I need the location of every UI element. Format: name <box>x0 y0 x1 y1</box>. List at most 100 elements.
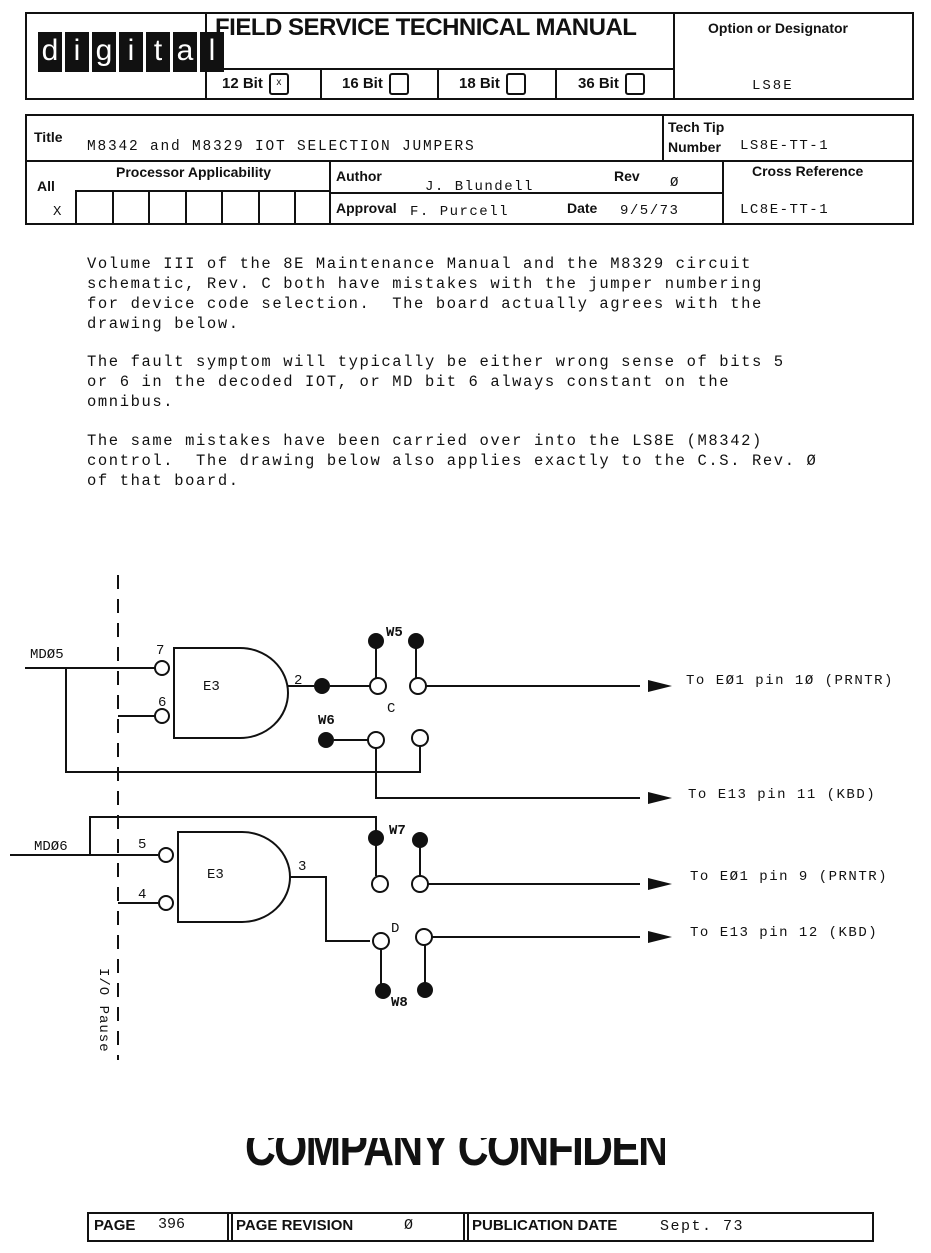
cross-ref-label: Cross Reference <box>752 163 864 179</box>
processor-column-divider <box>111 190 114 225</box>
output-label-1: To EØ1 pin 1Ø (PRNTR) <box>686 673 894 689</box>
bit-option-36: 36 Bit <box>578 70 645 98</box>
processor-column-divider <box>221 190 223 225</box>
w8-label: W8 <box>391 995 408 1011</box>
rev-label: Rev <box>614 168 640 184</box>
info-row-rule <box>25 160 914 162</box>
logo-letter: d <box>38 32 62 72</box>
manual-title: FIELD SERVICE TECHNICAL MANUAL <box>215 14 637 41</box>
bit-option-label: 18 Bit <box>459 75 500 92</box>
checkbox-36bit[interactable] <box>624 73 645 96</box>
output-label-4: To E13 pin 12 (KBD) <box>690 925 878 941</box>
tech-tip-label-2: Number <box>668 139 721 155</box>
checkbox-18bit[interactable] <box>505 73 526 96</box>
processor-label: Processor Applicability <box>116 164 272 180</box>
checkbox-12bit[interactable]: x <box>268 73 289 96</box>
bit-divider <box>320 68 322 100</box>
arrow-prntr-10 <box>648 680 672 692</box>
footer-divider <box>227 1212 229 1242</box>
approval-label: Approval <box>336 200 397 216</box>
block-c-label: C <box>387 701 395 717</box>
bit-divider <box>437 68 439 100</box>
gate-label-upper: E3 <box>203 679 220 695</box>
confidential-banner-clip: COMPANY CONFIDENTIAL <box>245 1138 665 1186</box>
page-value: 396 <box>158 1216 186 1233</box>
gate-e3-upper <box>173 647 289 739</box>
info-frame <box>25 114 914 225</box>
footer-frame <box>87 1212 874 1242</box>
footer-divider <box>467 1212 469 1242</box>
bit-option-label: 16 Bit <box>342 75 383 92</box>
md06-label: MDØ6 <box>34 839 68 855</box>
all-mark: X <box>53 204 62 220</box>
bit-option-label: 36 Bit <box>578 75 619 92</box>
info-divider-crossref <box>722 160 724 225</box>
logo-letter: a <box>173 32 197 72</box>
processor-column-divider <box>184 190 187 225</box>
body-paragraph-2: The fault symptom will typically be eith… <box>87 353 785 411</box>
arrow-kbd-12 <box>648 931 672 943</box>
tech-tip-label-1: Tech Tip <box>668 119 725 135</box>
pin-3-label: 3 <box>298 859 306 875</box>
arrow-kbd-11 <box>648 792 672 804</box>
option-value: LS8E <box>752 78 794 94</box>
bit-option-12: 12 Bit x <box>222 70 289 98</box>
pin-2-label: 2 <box>294 673 302 689</box>
header-divider-option <box>673 12 675 100</box>
page-label: PAGE <box>94 1217 136 1234</box>
processor-column-divider <box>148 190 150 225</box>
md05-feedback-wire <box>65 668 421 773</box>
author-rule <box>329 192 723 194</box>
all-label: All <box>37 178 55 194</box>
w7-label: W7 <box>389 823 406 839</box>
page-revision-label: PAGE REVISION <box>236 1217 354 1234</box>
w5-label: W5 <box>386 625 403 641</box>
rev-value: Ø <box>670 175 679 191</box>
tech-tip-value: LS8E-TT-1 <box>740 138 830 154</box>
gate-label-lower: E3 <box>207 867 224 883</box>
logo-letter: i <box>119 32 143 72</box>
logo-letter: t <box>146 32 170 72</box>
footer-divider <box>463 1212 465 1242</box>
bit-option-label: 12 Bit <box>222 75 263 92</box>
md05-label: MDØ5 <box>30 647 64 663</box>
title-label: Title <box>34 129 63 145</box>
logo-letter: l <box>200 32 224 72</box>
bit-option-16: 16 Bit <box>342 70 409 98</box>
gate-e3-lower <box>177 831 291 923</box>
date-label: Date <box>567 200 598 216</box>
title-value: M8342 and M8329 IOT SELECTION JUMPERS <box>87 139 476 155</box>
md06-feedback-wire <box>89 816 377 855</box>
bit-option-18: 18 Bit <box>459 70 526 98</box>
processor-rule <box>75 190 330 192</box>
output-label-2: To E13 pin 11 (KBD) <box>688 787 876 803</box>
block-d-label: D <box>391 921 399 937</box>
processor-column-divider <box>294 190 296 225</box>
body-paragraph-3: The same mistakes have been carried over… <box>87 432 818 490</box>
w6-label: W6 <box>318 713 335 729</box>
output-label-3: To EØ1 pin 9 (PRNTR) <box>690 869 888 885</box>
header-frame <box>25 12 914 100</box>
kbd-11-wire <box>375 748 640 799</box>
approval-value: F. Purcell <box>410 204 510 220</box>
date-value: 9/5/73 <box>620 203 680 219</box>
bit-divider <box>555 68 557 100</box>
publication-date-label: PUBLICATION DATE <box>472 1217 618 1234</box>
processor-column-divider <box>75 190 77 225</box>
pin-7-label: 7 <box>156 643 164 659</box>
io-pause-label: I/O Pause <box>95 968 111 1053</box>
processor-column-divider <box>257 190 260 225</box>
publication-date-value: Sept. 73 <box>660 1218 745 1235</box>
confidential-banner: COMPANY CONFIDENTIAL <box>245 1138 665 1177</box>
info-divider-techtip <box>662 114 664 162</box>
arrow-prntr-9 <box>648 878 672 890</box>
pin-5-label: 5 <box>138 837 146 853</box>
author-value: J. Blundell <box>425 179 534 195</box>
cross-ref-value: LC8E-TT-1 <box>740 202 830 218</box>
checkbox-16bit[interactable] <box>388 73 409 96</box>
logo-letter: i <box>65 32 89 72</box>
author-label: Author <box>336 168 382 184</box>
page-revision-value: Ø <box>404 1217 414 1234</box>
body-paragraph-1: Volume III of the 8E Maintenance Manual … <box>87 255 763 333</box>
